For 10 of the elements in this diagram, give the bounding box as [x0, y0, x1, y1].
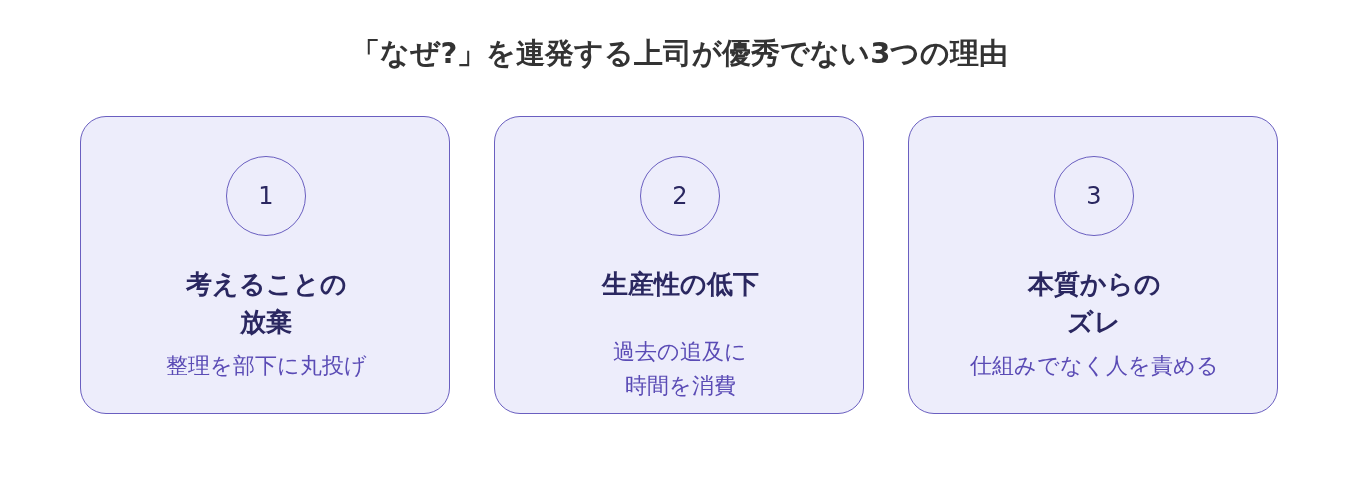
card [80, 116, 450, 414]
card-description: 過去の追及に時間を消費 [612, 338, 748, 400]
card-description: 整理を部下に丸投げ [165, 352, 367, 380]
card-title: 考えることの放棄 [184, 268, 348, 339]
card [908, 116, 1278, 414]
title: 「なぜ?」を連発する上司が優秀でない3つの理由 [350, 35, 1010, 72]
card [494, 116, 864, 414]
card-title: 生産性の低下 [601, 268, 759, 301]
card-description: 仕組みでなく人を責める [969, 352, 1219, 380]
card-title: 本質からのズレ [1026, 268, 1162, 339]
